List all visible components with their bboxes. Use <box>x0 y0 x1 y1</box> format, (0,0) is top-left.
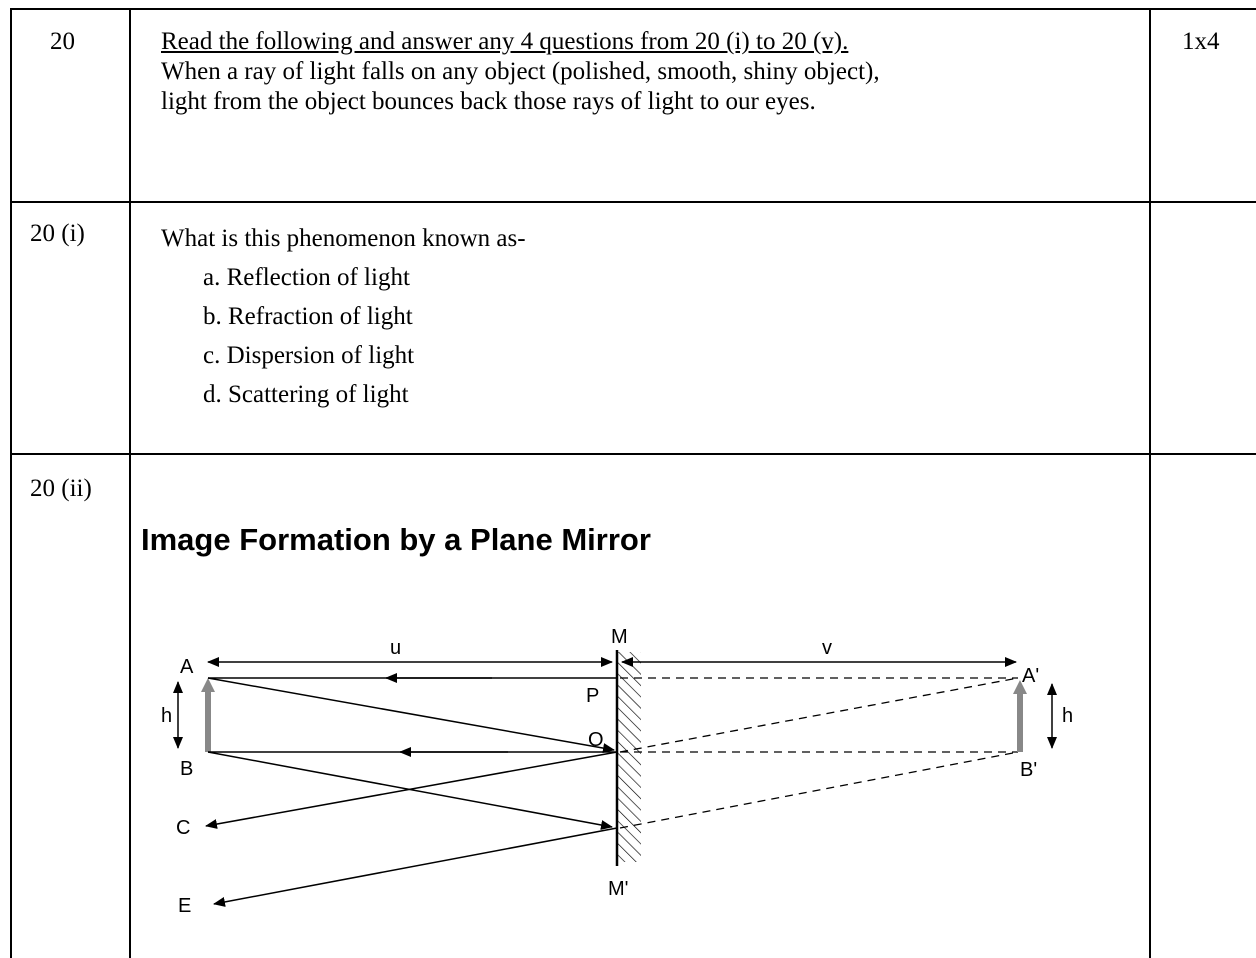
point-e-label: E <box>178 895 191 917</box>
question-number: 20 (i) <box>30 220 85 247</box>
point-c-label: C <box>176 817 190 839</box>
ray-a-to-o <box>207 677 615 754</box>
mirror-hatching <box>617 652 641 862</box>
option-a: a. Reflection of light <box>203 264 410 291</box>
height-right-label: h <box>1062 705 1073 727</box>
mirror-label-top: M <box>611 626 628 648</box>
point-b-label: B <box>180 758 193 780</box>
question-instruction: Read the following and answer any 4 ques… <box>161 28 849 55</box>
option-c: c. Dispersion of light <box>203 342 415 369</box>
column-divider-1 <box>129 8 131 958</box>
passage-line: light from the object bounces back those… <box>161 88 816 115</box>
mirror-label-bottom: M' <box>608 878 628 900</box>
distance-u-label: u <box>390 637 401 659</box>
point-p-label: P <box>586 685 599 707</box>
figure-title: Image Formation by a Plane Mirror <box>141 522 651 557</box>
reflected-ray-o-to-c <box>205 751 618 829</box>
image-a-label: A' <box>1022 665 1039 687</box>
passage-line: When a ray of light falls on any object … <box>161 58 880 85</box>
question-text: Read the following and answer any 4 ques… <box>161 27 1141 117</box>
column-divider-2 <box>1149 8 1151 958</box>
row-divider-2 <box>10 453 1256 455</box>
option-d: d. Scattering of light <box>203 381 409 408</box>
reflected-ray-to-e <box>213 827 618 907</box>
ray-b-to-mirror <box>207 751 613 830</box>
image-b-label: B' <box>1020 759 1037 781</box>
question-number: 20 (ii) <box>30 475 92 502</box>
marks-cell: 1x4 <box>1182 28 1220 55</box>
height-left-label: h <box>161 705 172 727</box>
virtual-rays <box>619 677 1019 829</box>
point-a-label: A <box>180 656 194 678</box>
table-top-border <box>10 8 1256 10</box>
distance-v-label: v <box>822 637 832 659</box>
question-number: 20 <box>50 28 75 55</box>
option-b: b. Refraction of light <box>203 303 413 330</box>
question-options: What is this phenomenon known as- a. Ref… <box>161 219 526 414</box>
question-prompt: What is this phenomenon known as- <box>161 225 526 252</box>
row-divider-1 <box>10 201 1256 203</box>
table-left-border <box>10 8 12 958</box>
